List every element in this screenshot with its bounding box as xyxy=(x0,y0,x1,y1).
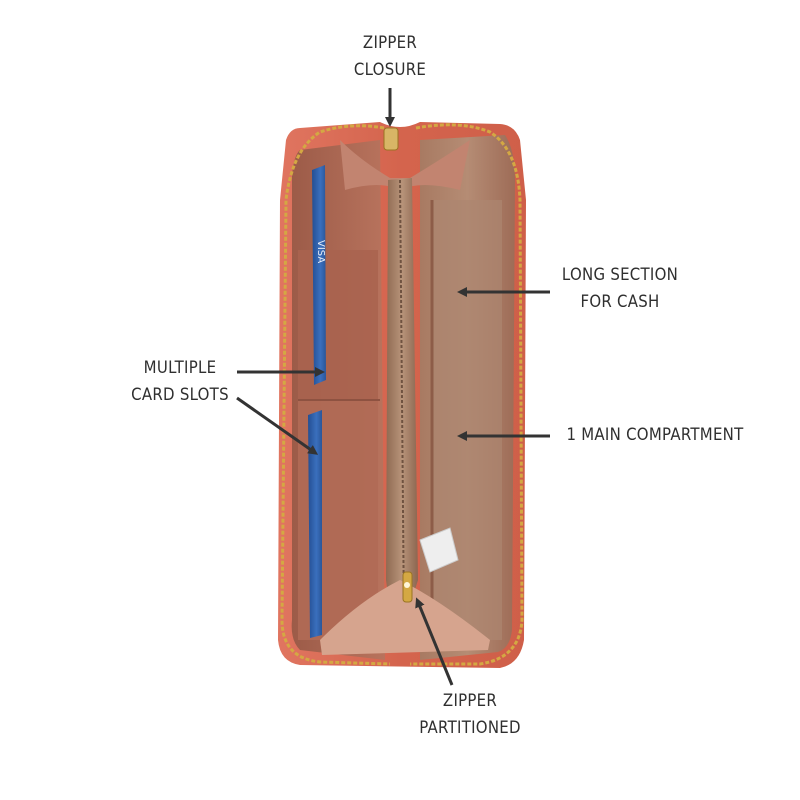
label-card-slots: MULTIPLE CARD SLOTS xyxy=(123,355,237,409)
receipt-paper xyxy=(419,527,459,573)
card-upper xyxy=(312,165,326,385)
label-line: ZIPPER xyxy=(362,33,418,53)
bottom-pocket xyxy=(320,580,490,655)
label-line: CARD SLOTS xyxy=(131,385,229,405)
label-zipper-partitioned: ZIPPER PARTITIONED xyxy=(404,688,536,742)
label-zipper-closure: ZIPPER CLOSURE xyxy=(337,30,443,84)
label-line: FOR CASH xyxy=(580,292,660,312)
zipper-pull-ring xyxy=(404,582,410,588)
cash-section-inner xyxy=(432,200,502,640)
divider-zipper-track xyxy=(399,179,405,621)
label-line: 1 MAIN COMPARTMENT xyxy=(566,425,744,445)
zipper-closure-slider xyxy=(383,127,399,151)
label-line: LONG SECTION xyxy=(561,265,679,285)
arrow-card-slot-lower xyxy=(236,396,319,455)
zipper-divider xyxy=(386,178,418,650)
label-line: ZIPPER xyxy=(442,691,498,711)
card-logo: VISA xyxy=(315,240,326,263)
top-inner-fold xyxy=(340,140,470,190)
card-lower xyxy=(308,410,322,638)
label-line: CLOSURE xyxy=(353,60,427,80)
outer-zipper xyxy=(280,124,391,666)
label-line: MULTIPLE xyxy=(143,358,217,378)
label-line: PARTITIONED xyxy=(419,718,521,738)
card-slot-pocket xyxy=(298,250,378,400)
label-main-compartment: 1 MAIN COMPARTMENT xyxy=(554,422,756,449)
outer-zipper xyxy=(410,123,524,666)
label-long-section-cash: LONG SECTION FOR CASH xyxy=(550,262,691,316)
arrow-zipper-partitioned xyxy=(415,597,454,686)
